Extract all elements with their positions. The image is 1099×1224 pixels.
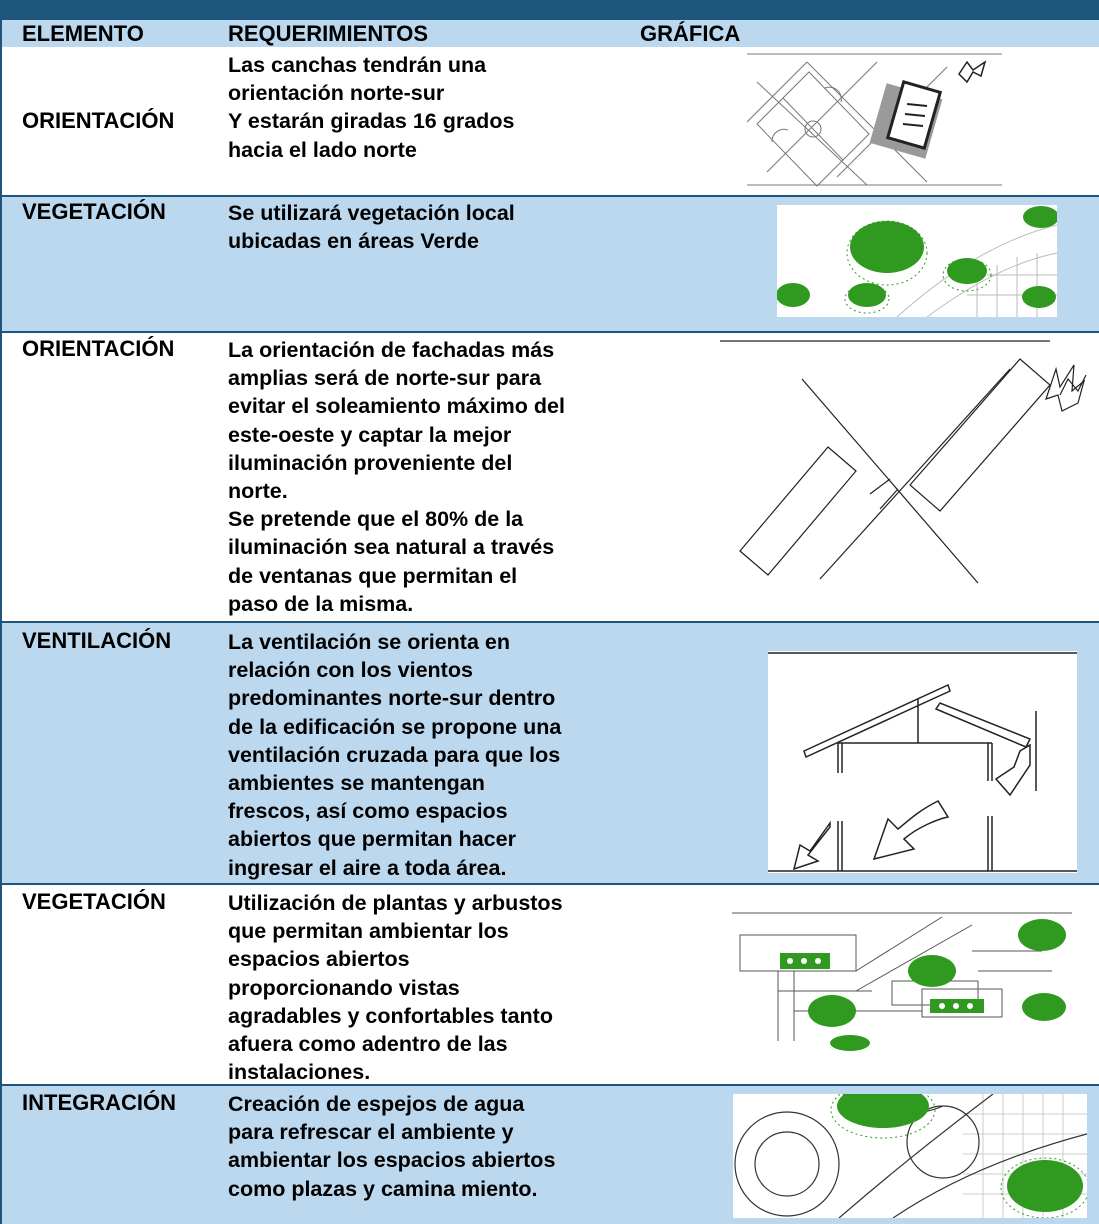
row-elemento: ORIENTACIÓN (22, 108, 175, 133)
row-requerimiento: La ventilación se orienta en relación co… (228, 630, 562, 880)
row-requerimiento: Creación de espejos de agua para refresc… (228, 1092, 556, 1201)
table-row: ORIENTACIÓN Las canchas tendrán una orie… (0, 47, 1099, 195)
table-top-band (0, 0, 1099, 20)
local-vegetation-figure (777, 205, 1057, 317)
table-row: VENTILACIÓN La ventilación se orienta en… (0, 621, 1099, 883)
row-elemento: VENTILACIÓN (22, 628, 172, 653)
cross-ventilation-figure (768, 651, 1077, 873)
facade-orientation-figure (720, 339, 1099, 589)
table-row: INTEGRACIÓN Creación de espejos de agua … (0, 1084, 1099, 1224)
row-requerimiento: Las canchas tendrán una orientación nort… (228, 53, 515, 162)
table-row: ORIENTACIÓN La orientación de fachadas m… (0, 331, 1099, 621)
courts-orientation-figure (747, 52, 1002, 187)
water-mirrors-figure (733, 1094, 1087, 1218)
row-elemento: VEGETACIÓN (22, 199, 166, 224)
row-elemento: VEGETACIÓN (22, 889, 166, 914)
row-requerimiento: La orientación de fachadas más amplias s… (228, 338, 565, 616)
table-row: VEGETACIÓN Se utilizará vegetación local… (0, 195, 1099, 331)
row-requerimiento: Se utilizará vegetación local ubicadas e… (228, 201, 515, 254)
plants-shrubs-figure (732, 911, 1072, 1051)
row-elemento: ORIENTACIÓN (22, 336, 175, 361)
table-row: VEGETACIÓN Utilización de plantas y arbu… (0, 883, 1099, 1084)
header-grafica: GRÁFICA (640, 21, 741, 46)
row-requerimiento: Utilización de plantas y arbustos que pe… (228, 891, 563, 1085)
table-header-row: ELEMENTO REQUERIMIENTOS GRÁFICA (0, 20, 1099, 47)
header-requerimientos: REQUERIMIENTOS (228, 21, 429, 46)
row-elemento: INTEGRACIÓN (22, 1090, 176, 1115)
header-elemento: ELEMENTO (22, 21, 144, 46)
